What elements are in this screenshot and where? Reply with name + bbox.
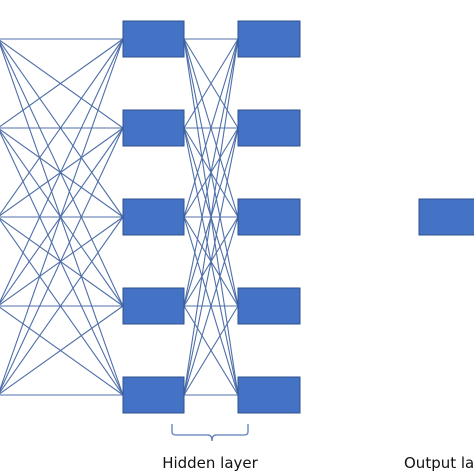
edge-input-to-hidden1 <box>0 305 124 395</box>
hidden-layer-brace <box>171 424 249 442</box>
hidden2-node <box>237 198 301 236</box>
hidden2-node <box>237 287 301 325</box>
hidden1-node <box>122 20 185 58</box>
hidden2-node <box>237 20 301 58</box>
hidden1-node <box>122 376 185 414</box>
hidden1-node <box>122 109 185 147</box>
hidden2-node <box>237 109 301 147</box>
edge-input-to-hidden1 <box>0 38 124 304</box>
edge-hidden1-to-hidden2 <box>183 216 239 396</box>
edge-hidden1-to-hidden2 <box>183 38 239 307</box>
hidden1-node <box>122 198 185 236</box>
connection-lines <box>0 38 239 396</box>
output-node <box>418 198 474 236</box>
network-nodes <box>122 20 474 414</box>
edge-hidden1-to-hidden2 <box>183 38 239 129</box>
edge-input-to-hidden1 <box>0 216 124 394</box>
hidden-layer-label: Hidden layer <box>162 454 258 472</box>
hidden2-node <box>237 376 301 414</box>
edge-input-to-hidden1 <box>0 38 124 216</box>
edge-input-to-hidden1 <box>0 38 124 128</box>
output-layer-label: Output la <box>404 454 474 472</box>
edge-input-to-hidden1 <box>0 127 124 393</box>
edge-hidden1-to-hidden2 <box>183 38 239 396</box>
edge-hidden1-to-hidden2 <box>183 38 239 218</box>
edge-hidden1-to-hidden2 <box>183 305 239 396</box>
edge-input-to-hidden1 <box>0 38 124 391</box>
edge-hidden1-to-hidden2 <box>183 127 239 396</box>
hidden1-node <box>122 287 185 325</box>
